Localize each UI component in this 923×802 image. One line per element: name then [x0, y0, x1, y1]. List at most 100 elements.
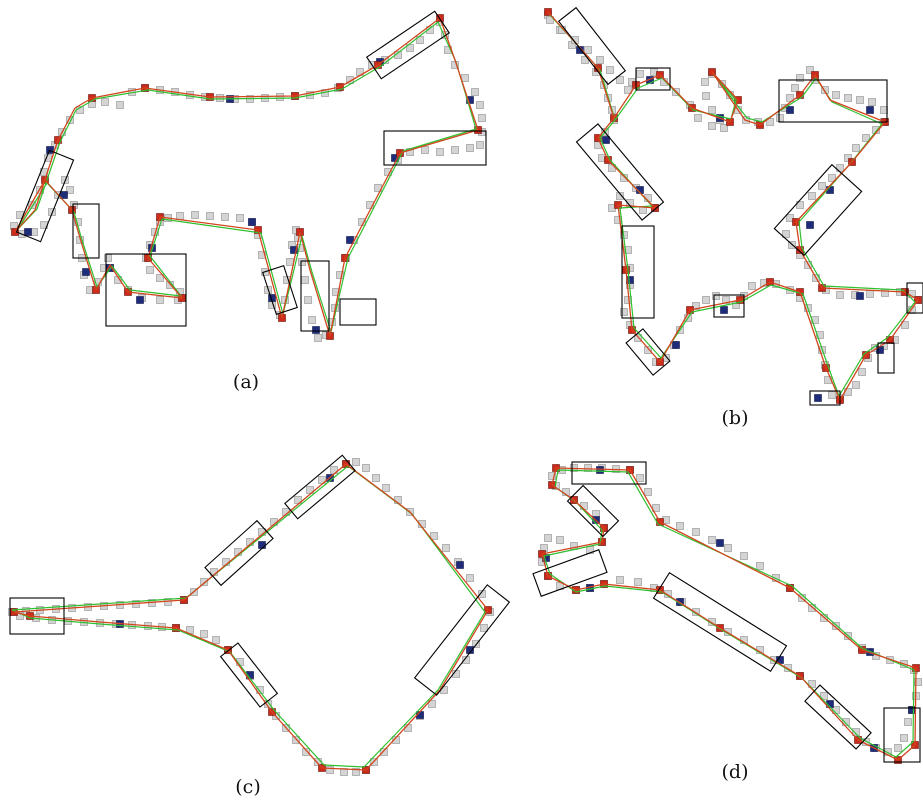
boundary-pixel: [346, 76, 354, 84]
vertex-blue: [346, 236, 354, 244]
caption-d: (d): [722, 761, 749, 783]
boundary-pixel: [286, 258, 294, 266]
boundary-pixel: [776, 114, 784, 122]
boundary-pixel: [96, 619, 104, 627]
vertex-blue: [814, 394, 822, 402]
vertex-blue: [60, 191, 68, 199]
region-box: [204, 519, 274, 587]
boundary-pixel: [708, 122, 716, 130]
boundary-pixel: [694, 114, 702, 122]
boundary-pixel: [620, 308, 628, 316]
boundary-pixel: [406, 44, 414, 52]
region-box: [877, 342, 895, 374]
boundary-pixel: [466, 144, 474, 152]
boundary-pixel: [428, 700, 436, 708]
boundary-pixel: [708, 536, 716, 544]
boundary-pixel: [914, 678, 922, 686]
boundary-pixel: [836, 291, 844, 299]
region-box: [339, 298, 377, 326]
boundary-pixel: [462, 656, 470, 664]
boundary-pixel: [616, 76, 624, 84]
boundary-pixel: [442, 544, 450, 552]
region-box: [571, 461, 647, 485]
boundary-pixel: [724, 544, 732, 552]
boundary-pixel: [236, 214, 244, 222]
region-box: [621, 225, 655, 319]
region-box: [635, 67, 671, 91]
vertex-blue: [258, 541, 266, 549]
region-box: [284, 454, 356, 520]
boundary-pixel: [352, 768, 360, 776]
boundary-pixel: [461, 74, 469, 82]
boundary-pixel: [828, 391, 836, 399]
boundary-pixel: [200, 630, 208, 638]
boundary-pixel: [276, 93, 284, 101]
region-box: [15, 149, 75, 243]
boundary-pixel: [844, 94, 852, 102]
boundary-pixel: [832, 91, 840, 99]
boundary-pixel: [221, 213, 229, 221]
boundary-pixel: [571, 36, 579, 44]
region-box: [105, 253, 187, 327]
vertex-blue: [716, 539, 724, 547]
boundary-pixel: [852, 728, 860, 736]
region-box: [575, 123, 665, 221]
boundary-pixel: [634, 334, 642, 342]
boundary-pixel: [392, 736, 400, 744]
boundary-pixel: [791, 84, 799, 92]
boundary-pixel: [451, 146, 459, 154]
region-box: [365, 10, 451, 80]
boundary-pixel: [644, 346, 652, 354]
boundary-pixel: [216, 94, 224, 102]
boundary-pixel: [546, 16, 554, 24]
region-box: [883, 707, 921, 763]
boundary-pixel: [748, 282, 756, 290]
boundary-pixel: [362, 464, 370, 472]
polygon-green: [17, 21, 477, 333]
vertex-blue: [136, 296, 144, 304]
boundary-pixel: [900, 734, 908, 742]
vertex-blue: [596, 466, 604, 474]
boundary-pixel: [894, 744, 902, 752]
boundary-pixel: [732, 301, 740, 309]
caption-a: (a): [233, 371, 259, 393]
boundary-pixel: [702, 92, 710, 100]
boundary-pixel: [206, 212, 214, 220]
boundary-pixel: [302, 748, 310, 756]
vertex-blue: [466, 646, 474, 654]
vertex-blue: [672, 341, 680, 349]
boundary-pixel: [101, 98, 109, 106]
vertex-blue: [456, 561, 464, 569]
boundary-pixel: [471, 88, 479, 96]
boundary-pixel: [756, 562, 764, 570]
polygon-red: [13, 463, 489, 771]
boundary-pixel: [712, 292, 720, 300]
boundary-pixel: [634, 578, 642, 586]
boundary-pixel: [466, 574, 474, 582]
region-box: [804, 684, 872, 750]
boundary-pixel: [146, 266, 154, 274]
boundary-pixel: [430, 532, 438, 540]
boundary-pixel: [258, 251, 266, 259]
polygon-red: [547, 11, 919, 401]
boundary-pixel: [820, 692, 828, 700]
boundary-pixel: [786, 214, 794, 222]
vertex-blue: [866, 106, 874, 114]
boundary-pixel: [796, 201, 804, 209]
boundary-pixel: [421, 146, 429, 154]
boundary-pixel: [644, 488, 652, 496]
region-box: [773, 163, 863, 257]
region-box: [300, 260, 330, 332]
boundary-pixel: [766, 118, 774, 126]
panel-d: [532, 461, 922, 764]
boundary-pixel: [616, 576, 624, 584]
boundary-pixel: [616, 192, 624, 200]
boundary-pixel: [480, 624, 488, 632]
boundary-pixel: [212, 636, 220, 644]
vertex-blue: [856, 292, 864, 300]
boundary-pixel: [436, 148, 444, 156]
vertex-blue: [248, 218, 256, 226]
region-box: [566, 484, 620, 538]
boundary-pixel: [548, 472, 556, 480]
polygon-green: [11, 465, 486, 768]
